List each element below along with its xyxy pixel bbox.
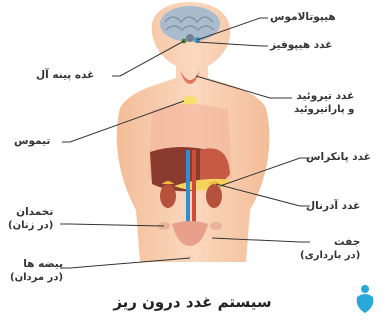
- label-testes-line1: بیضه ها: [23, 258, 63, 270]
- ovary-right: [210, 222, 222, 230]
- label-testes: بیضه ها (در مردان): [10, 258, 63, 284]
- label-placenta: جفت (در بارداری): [300, 236, 360, 262]
- label-pituitary: غدد هیپوفیز: [270, 39, 332, 52]
- vein: [186, 150, 190, 230]
- label-thyroid-line2: و پاراتیروئید: [294, 103, 354, 116]
- label-adrenal: غدد آدرنال: [306, 200, 360, 213]
- label-placenta-line1: جفت: [334, 236, 360, 248]
- label-ovary-line1: تخمدان: [16, 206, 53, 218]
- artery: [192, 150, 196, 230]
- label-thymus: تیموس: [14, 135, 50, 148]
- diagram-title: سیستم غدد درون ریز: [0, 293, 385, 311]
- label-pineal: غده پینه آل: [36, 69, 94, 82]
- kidney-left: [160, 184, 176, 208]
- label-testes-line2: (در مردان): [10, 271, 63, 284]
- label-pancreas: غدد پانکراس: [306, 151, 371, 164]
- label-thyroid-line1: غدد تیروئید: [296, 90, 354, 102]
- brand-logo-icon: [352, 283, 378, 315]
- kidney-right: [206, 184, 222, 208]
- label-hypothalamus: هیپوتالاموس: [270, 11, 336, 24]
- label-placenta-line2: (در بارداری): [300, 249, 360, 262]
- label-ovary: تخمدان (در زنان): [8, 206, 53, 232]
- label-thyroid: غدد تیروئید و پاراتیروئید: [294, 90, 354, 116]
- label-ovary-line2: (در زنان): [8, 219, 53, 232]
